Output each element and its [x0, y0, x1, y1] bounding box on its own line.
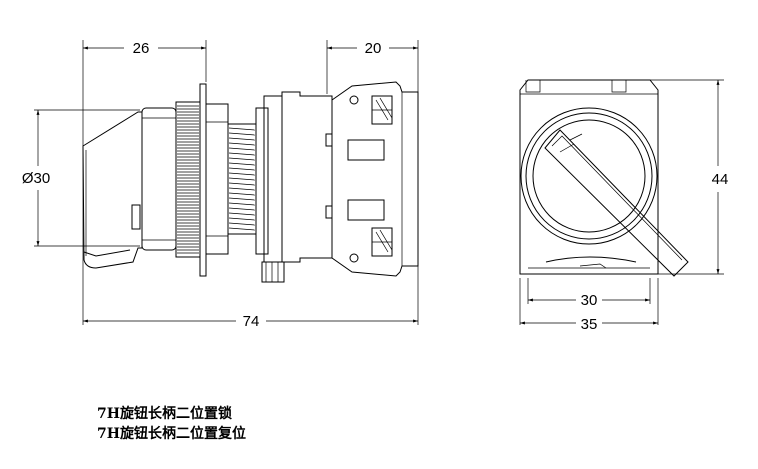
- caption-reset: 7H旋钮长柄二位置复位: [97, 426, 246, 442]
- dim-20: 20: [365, 40, 382, 57]
- dim-44: 44: [712, 171, 729, 188]
- rotary-handle: [544, 129, 689, 277]
- front-view: 44 30 35: [519, 79, 729, 333]
- dim-35: 35: [581, 316, 598, 333]
- dim-diameter-30: Ø30: [22, 170, 50, 187]
- dim-74: 74: [243, 313, 260, 330]
- dim-30: 30: [581, 292, 598, 309]
- caption-lock: 7H旋钮长柄二位置锁: [97, 406, 232, 422]
- side-view: 26 20 Ø30 74: [22, 40, 419, 330]
- thread-lines: [228, 127, 256, 231]
- knurl-lines: [177, 105, 199, 254]
- dim-26: 26: [133, 40, 150, 57]
- terminal-screw-top: [371, 95, 393, 125]
- terminal-screw-bottom: [371, 227, 393, 257]
